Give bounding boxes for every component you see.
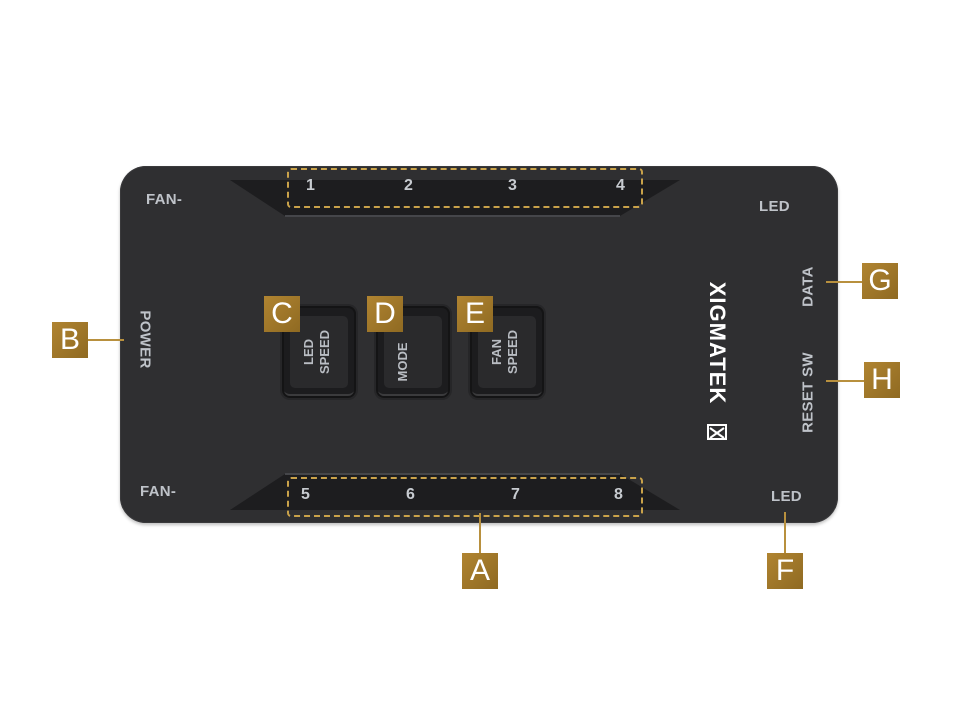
fan-speed-button[interactable]: FAN SPEED — [470, 306, 544, 398]
callout-d: D — [367, 296, 403, 332]
bottom-port-channel — [230, 474, 680, 510]
port-2[interactable]: 2 — [404, 177, 413, 194]
bottom-ports-outline — [287, 477, 643, 517]
callout-f: F — [767, 553, 803, 589]
xigmatek-logo-icon — [707, 424, 727, 440]
power-label: POWER — [136, 310, 154, 369]
port-1[interactable]: 1 — [306, 177, 315, 194]
fan-speed-button-label: FAN SPEED — [489, 312, 525, 392]
callout-h-leader — [826, 380, 864, 382]
callout-e: E — [457, 296, 493, 332]
button-label-line1: MODE — [395, 342, 410, 382]
fan-top-label: FAN- — [146, 191, 183, 208]
callout-g: G — [862, 263, 898, 299]
led-speed-button-label: LED SPEED — [301, 312, 337, 392]
led-top-label: LED — [759, 198, 790, 215]
callout-b-leader — [88, 339, 124, 341]
callout-g-leader — [826, 281, 862, 283]
led-bottom-label: LED — [771, 488, 802, 505]
port-5[interactable]: 5 — [301, 486, 310, 503]
callout-a-leader — [479, 513, 481, 553]
callout-h: H — [864, 362, 900, 398]
callout-f-leader — [784, 512, 786, 553]
brand-mark: XIGMATEK — [704, 238, 730, 448]
brand-wordmark: XIGMATEK — [705, 281, 730, 405]
port-7[interactable]: 7 — [511, 486, 520, 503]
top-ports-outline — [287, 168, 643, 208]
port-6[interactable]: 6 — [406, 486, 415, 503]
callout-c: C — [264, 296, 300, 332]
reset-sw-label: RESET SW — [799, 352, 817, 433]
port-3[interactable]: 3 — [508, 177, 517, 194]
button-label-line2: SPEED — [317, 329, 332, 375]
button-label-line1: LED — [301, 339, 316, 365]
button-label-line2: SPEED — [505, 329, 520, 375]
data-label: DATA — [799, 266, 817, 307]
port-8[interactable]: 8 — [614, 486, 623, 503]
callout-b: B — [52, 322, 88, 358]
port-4[interactable]: 4 — [616, 177, 625, 194]
callout-a: A — [462, 553, 498, 589]
mode-button-label: MODE — [395, 322, 431, 402]
fan-bottom-label: FAN- — [140, 483, 177, 500]
